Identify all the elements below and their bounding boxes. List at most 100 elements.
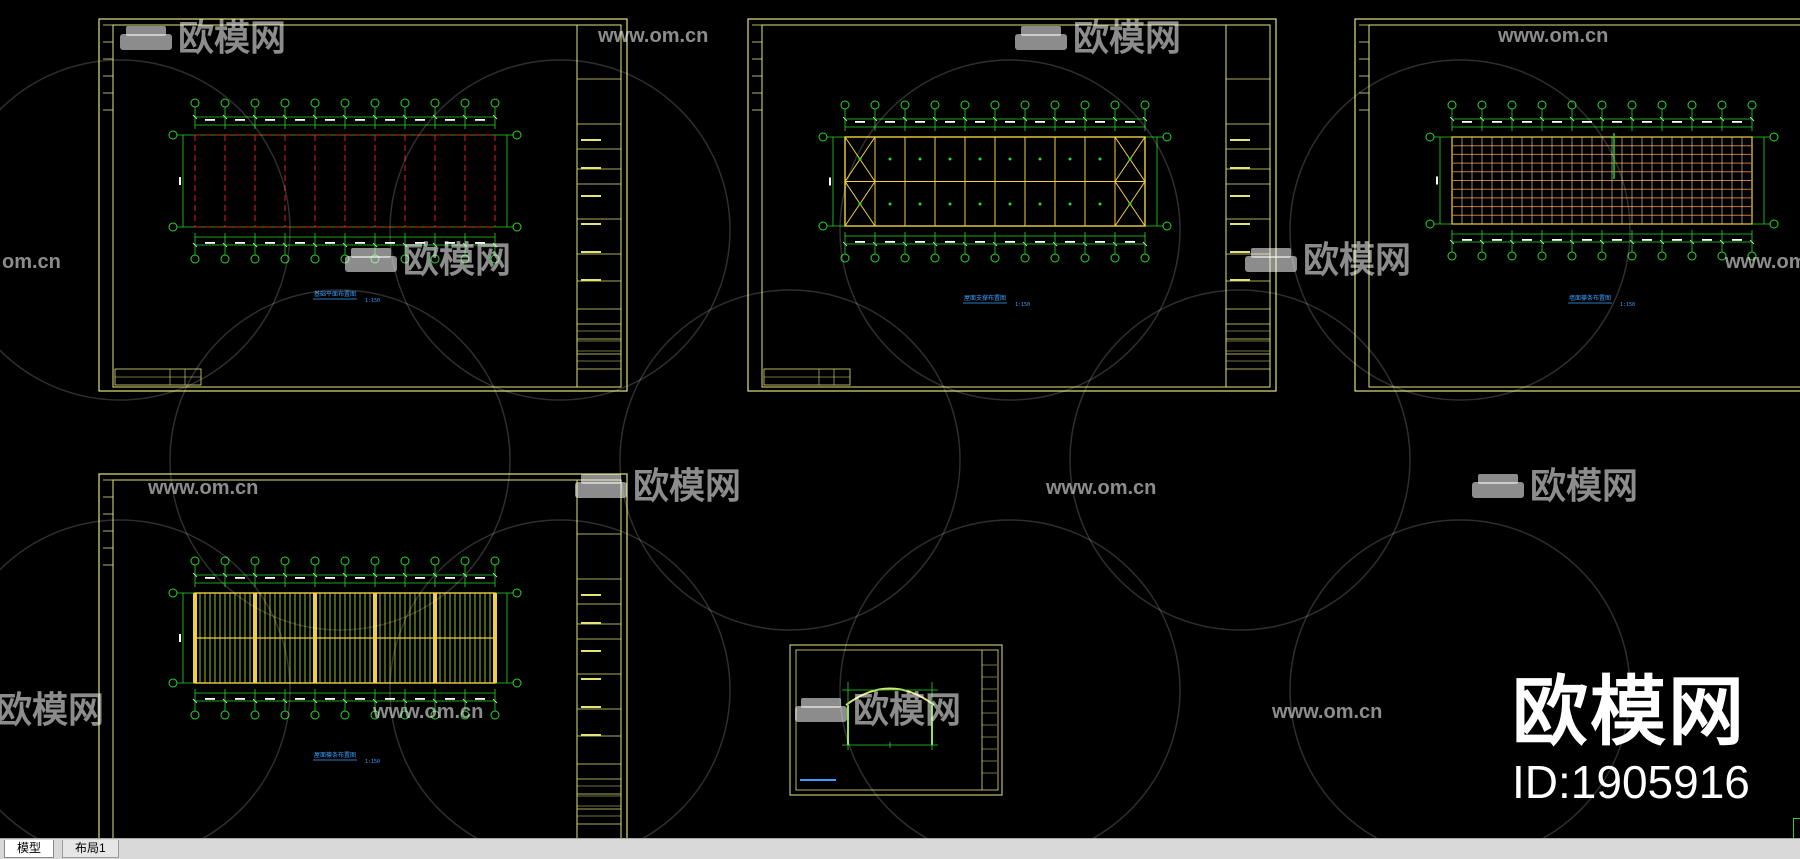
- axis-bubble: [430, 98, 440, 108]
- watermark-arc: [169, 289, 511, 631]
- axis-bubble: [1050, 253, 1060, 263]
- axis-bubble: [168, 130, 178, 140]
- watermark-arc: [389, 59, 731, 401]
- axis-bubble: [1567, 251, 1577, 261]
- inner-frame: [1368, 24, 1800, 388]
- axis-bubble: [930, 100, 940, 110]
- watermark-sofa-icon: [345, 248, 397, 272]
- axis-bubble: [490, 556, 500, 566]
- axis-bubble: [310, 98, 320, 108]
- axis-bubble: [220, 254, 230, 264]
- axis-bubble: [1080, 253, 1090, 263]
- axis-bubble: [370, 98, 380, 108]
- axis-bubble: [870, 100, 880, 110]
- rafter-band: [313, 593, 317, 683]
- axis-bubble: [1162, 132, 1172, 142]
- axis-bubble: [168, 222, 178, 232]
- axis-bubble: [1537, 100, 1547, 110]
- axis-bubble: [1477, 100, 1487, 110]
- axis-bubble: [818, 132, 828, 142]
- watermark-sofa-icon: [575, 474, 627, 498]
- axis-bubble: [430, 556, 440, 566]
- axis-bubble: [340, 98, 350, 108]
- axis-bubble: [280, 98, 290, 108]
- watermark-arc: [1289, 519, 1631, 838]
- drawing-caption-3: 墙面檩条布置图: [1569, 294, 1611, 302]
- watermark-url: www.om.cn: [372, 701, 483, 723]
- brand-overlay: 欧模网 ID:1905916: [1512, 675, 1750, 808]
- axis-bubble: [1687, 100, 1697, 110]
- axis-bubble: [1627, 251, 1637, 261]
- watermark-url-edge: om.cn: [2, 251, 61, 273]
- axis-bubble: [250, 556, 260, 566]
- watermark-sofa-icon: [1472, 474, 1524, 498]
- axis-bubble: [1140, 253, 1150, 263]
- watermark-logo-text: 欧模网: [178, 17, 286, 58]
- axis-bubble: [168, 678, 178, 688]
- axis-bubble: [1162, 221, 1172, 231]
- axis-bubble: [512, 678, 522, 688]
- axis-bubble: [490, 710, 500, 720]
- axis-bubble: [370, 556, 380, 566]
- axis-bubble: [1110, 253, 1120, 263]
- watermark-logo-text: 欧模网: [853, 689, 961, 730]
- axis-bubble: [900, 253, 910, 263]
- rafter-band: [373, 593, 377, 683]
- inner-frame: [112, 479, 622, 838]
- axis-bubble: [960, 100, 970, 110]
- axis-bubble: [900, 100, 910, 110]
- watermark-url: www.om.cn: [1271, 701, 1382, 723]
- axis-bubble: [1447, 100, 1457, 110]
- axis-bubble: [960, 253, 970, 263]
- watermark-sofa-icon: [795, 698, 847, 722]
- axis-bubble: [1447, 251, 1457, 261]
- axis-bubble: [1747, 100, 1757, 110]
- watermark-arc: [839, 519, 1181, 838]
- axis-bubble: [1507, 251, 1517, 261]
- brand-id: ID:1905916: [1512, 756, 1750, 808]
- axis-bubble: [460, 556, 470, 566]
- axis-bubble: [1597, 100, 1607, 110]
- sheet-border: [789, 644, 1003, 796]
- axis-bubble: [990, 100, 1000, 110]
- axis-bubble: [220, 98, 230, 108]
- axis-bubble: [840, 100, 850, 110]
- watermark-url: www.om.cn: [147, 477, 258, 499]
- drawing-scale: 1:150: [1620, 302, 1635, 308]
- tab-model[interactable]: 模型: [4, 840, 55, 858]
- axis-bubble: [870, 253, 880, 263]
- sheet-wall-purlins: 墙面檩条布置图 1:150: [1354, 18, 1800, 392]
- sheet-foundation-plan: 基础平面布置图 1:150: [98, 18, 628, 392]
- sheet-border: [1354, 18, 1800, 392]
- drawing-caption-1: 基础平面布置图: [314, 290, 356, 298]
- inner-frame: [761, 24, 1271, 388]
- drawing-scale: 1:150: [365, 298, 380, 304]
- axis-bubble: [1627, 100, 1637, 110]
- axis-bubble: [310, 556, 320, 566]
- axis-bubble: [1597, 251, 1607, 261]
- watermark-logo-text: 欧模网: [1073, 17, 1181, 58]
- watermark-url: www.om.cn: [1497, 25, 1608, 47]
- watermark-sofa-icon: [1015, 26, 1067, 50]
- axis-bubble: [1769, 219, 1779, 229]
- tab-layout1[interactable]: 布局1: [62, 840, 119, 858]
- axis-bubble: [930, 253, 940, 263]
- axis-bubble: [250, 254, 260, 264]
- watermark-url: www.om.cn: [597, 25, 708, 47]
- axis-bubble: [818, 221, 828, 231]
- axis-bubble: [1140, 100, 1150, 110]
- axis-bubble: [168, 588, 178, 598]
- frame-rafter: [845, 687, 935, 706]
- axis-bubble: [400, 98, 410, 108]
- sheet-border: [98, 18, 628, 392]
- watermark-arc: [1069, 289, 1411, 631]
- watermark-url: www.om.cn: [1045, 477, 1156, 499]
- watermark-url: www.om.cn: [1724, 251, 1800, 273]
- axis-bubble: [1020, 100, 1030, 110]
- axis-bubble: [310, 254, 320, 264]
- watermark-arc: [839, 59, 1181, 401]
- axis-bubble: [250, 710, 260, 720]
- axis-bubble: [400, 556, 410, 566]
